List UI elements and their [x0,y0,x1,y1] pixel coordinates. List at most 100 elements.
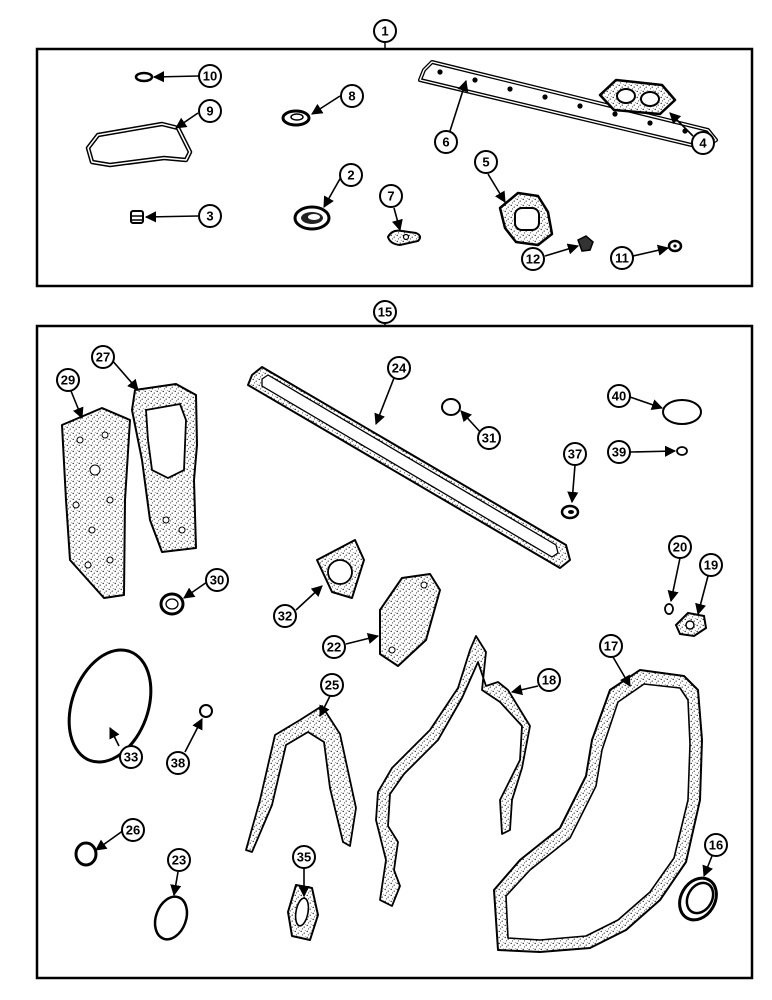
callout-24-label: 24 [392,361,407,376]
part-4-turbo-gasket [598,78,677,116]
callout-22: 22 [322,635,346,659]
callout-33-label: 33 [124,750,138,765]
callout-27: 27 [91,345,115,369]
part-20-o-ring [664,603,674,615]
callout-30: 30 [205,568,229,592]
callout-19-label: 19 [704,558,718,573]
callout-23: 23 [167,848,191,872]
callout-32-label: 32 [278,609,292,624]
callout-5-label: 5 [482,155,489,170]
callout-29: 29 [56,368,80,392]
callout-22-label: 22 [327,640,341,655]
callout-12: 12 [521,247,545,271]
part-11-nut [667,239,683,253]
callout-4: 4 [691,131,715,155]
part-25-gasket [245,705,357,853]
part-7-gasket [386,229,422,247]
callout-23-label: 23 [172,853,186,868]
kit-15-panel [35,324,754,980]
callout-2-label: 2 [347,168,354,183]
callout-35-label: 35 [297,850,311,865]
kit-1-panel [35,47,754,288]
callout-25: 25 [320,673,344,697]
part-27-gasket [131,383,198,553]
kit-15-callout: 15 [373,300,397,324]
callout-10-label: 10 [203,69,217,84]
part-33-large-o-ring [67,648,153,764]
callout-35: 35 [292,845,316,869]
kit-1-callout: 1 [373,19,397,43]
callout-18-label: 18 [542,673,556,688]
callout-40: 40 [607,384,631,408]
part-39-o-ring [676,446,688,456]
callout-32: 32 [273,604,297,628]
callout-31: 31 [477,426,501,450]
part-26-ring [74,841,98,867]
callout-6-label: 6 [442,135,449,150]
part-22-plate-gasket [379,573,441,667]
callout-29-label: 29 [61,373,75,388]
part-3-plug [130,210,144,224]
callout-17: 17 [599,634,623,658]
callout-6: 6 [434,130,458,154]
callout-25-label: 25 [325,678,339,693]
callout-20-label: 20 [673,540,687,555]
callout-20: 20 [668,535,692,559]
callout-40-label: 40 [612,389,626,404]
callout-16-label: 16 [709,838,723,853]
callout-31-label: 31 [482,431,496,446]
callout-39: 39 [607,440,631,464]
callout-9: 9 [198,99,222,123]
part-17-timing-gasket [493,669,703,953]
callout-37-label: 37 [568,447,582,462]
callout-26-label: 26 [126,823,140,838]
part-40-o-ring [662,399,702,425]
part-10-ring [134,71,154,83]
callout-7: 7 [379,184,403,208]
part-29-plate-gasket [61,407,131,599]
callout-3-label: 3 [206,209,213,224]
callout-5: 5 [474,150,498,174]
part-6-manifold-gasket [418,60,718,150]
callout-37: 37 [563,442,587,466]
part-32-gasket [316,539,365,599]
callout-38: 38 [166,751,190,775]
part-30-seal-ring [159,592,185,616]
callout-19: 19 [699,553,723,577]
callout-16: 16 [704,833,728,857]
callout-3: 3 [198,204,222,228]
callout-4-label: 4 [699,136,707,151]
callout-26: 26 [121,818,145,842]
part-18-gasket [375,635,531,907]
part-12-clip [577,235,594,252]
part-23-o-ring [153,895,189,941]
callout-2: 2 [339,163,363,187]
callout-7-label: 7 [387,189,394,204]
callout-39-label: 39 [612,445,626,460]
callout-11-label: 11 [615,251,629,266]
callout-30-label: 30 [210,573,224,588]
callout-17-label: 17 [604,639,618,654]
part-19-gasket [674,611,708,638]
part-9-cover-gasket [85,121,193,168]
callout-18: 18 [537,668,561,692]
callout-9-label: 9 [206,104,213,119]
part-35-gasket [287,884,319,941]
callout-10: 10 [198,64,222,88]
part-24-pan-gasket [247,366,571,569]
part-8-seal [281,109,311,127]
kit-1-number: 1 [381,24,388,39]
callout-33: 33 [119,745,143,769]
callout-11: 11 [610,246,634,270]
callout-24: 24 [387,356,411,380]
callout-38-label: 38 [171,756,185,771]
part-37-seal [560,504,580,520]
kit-1-leaders [144,71,694,257]
callout-27-label: 27 [96,350,110,365]
callout-12-label: 12 [526,252,540,267]
part-38-o-ring [199,704,213,718]
part-2-seal [293,205,331,231]
kit-15-number: 15 [378,305,392,320]
part-5-gasket [498,191,554,247]
